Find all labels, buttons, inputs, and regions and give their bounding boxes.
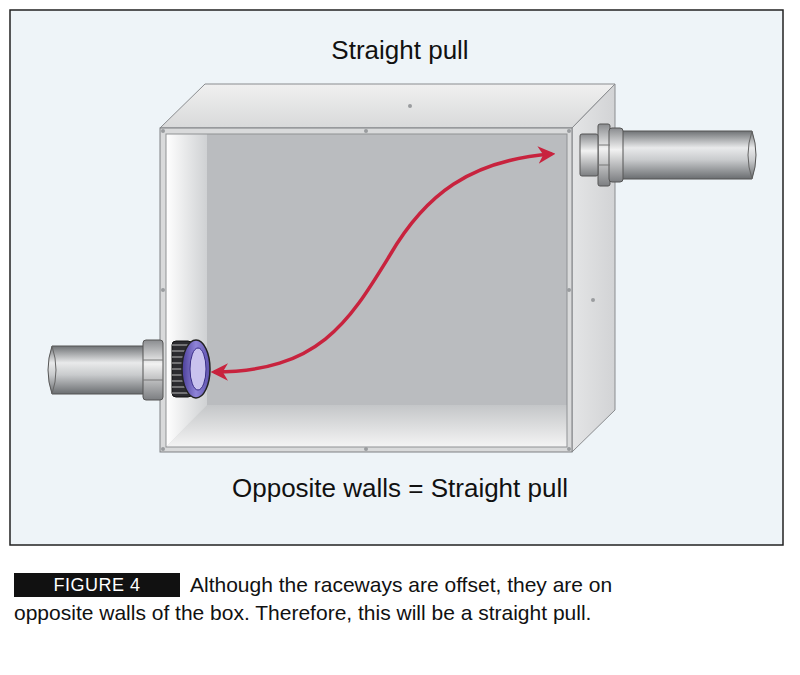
figure-note: Opposite walls = Straight pull (0, 472, 800, 504)
connector-body (580, 134, 598, 176)
box-frame (160, 128, 572, 452)
frame-screws (161, 104, 595, 451)
box-top (160, 84, 615, 128)
figure-number: FIGURE 4 (14, 573, 180, 597)
box-bottom-wall (166, 405, 567, 447)
box-left-wall (166, 134, 207, 447)
locknut (598, 124, 610, 186)
locknut (143, 340, 163, 400)
bushing (172, 340, 210, 398)
box-inner-edge (166, 134, 567, 447)
left-conduit (48, 340, 163, 400)
pull-arrow (214, 154, 552, 372)
right-conduit (580, 124, 756, 186)
figure-title: Straight pull (0, 34, 800, 66)
box-back-wall (207, 134, 567, 405)
caption-block: FIGURE 4Although the raceways are offset… (14, 571, 639, 627)
locknut (609, 128, 623, 182)
figure-panel (10, 10, 783, 545)
